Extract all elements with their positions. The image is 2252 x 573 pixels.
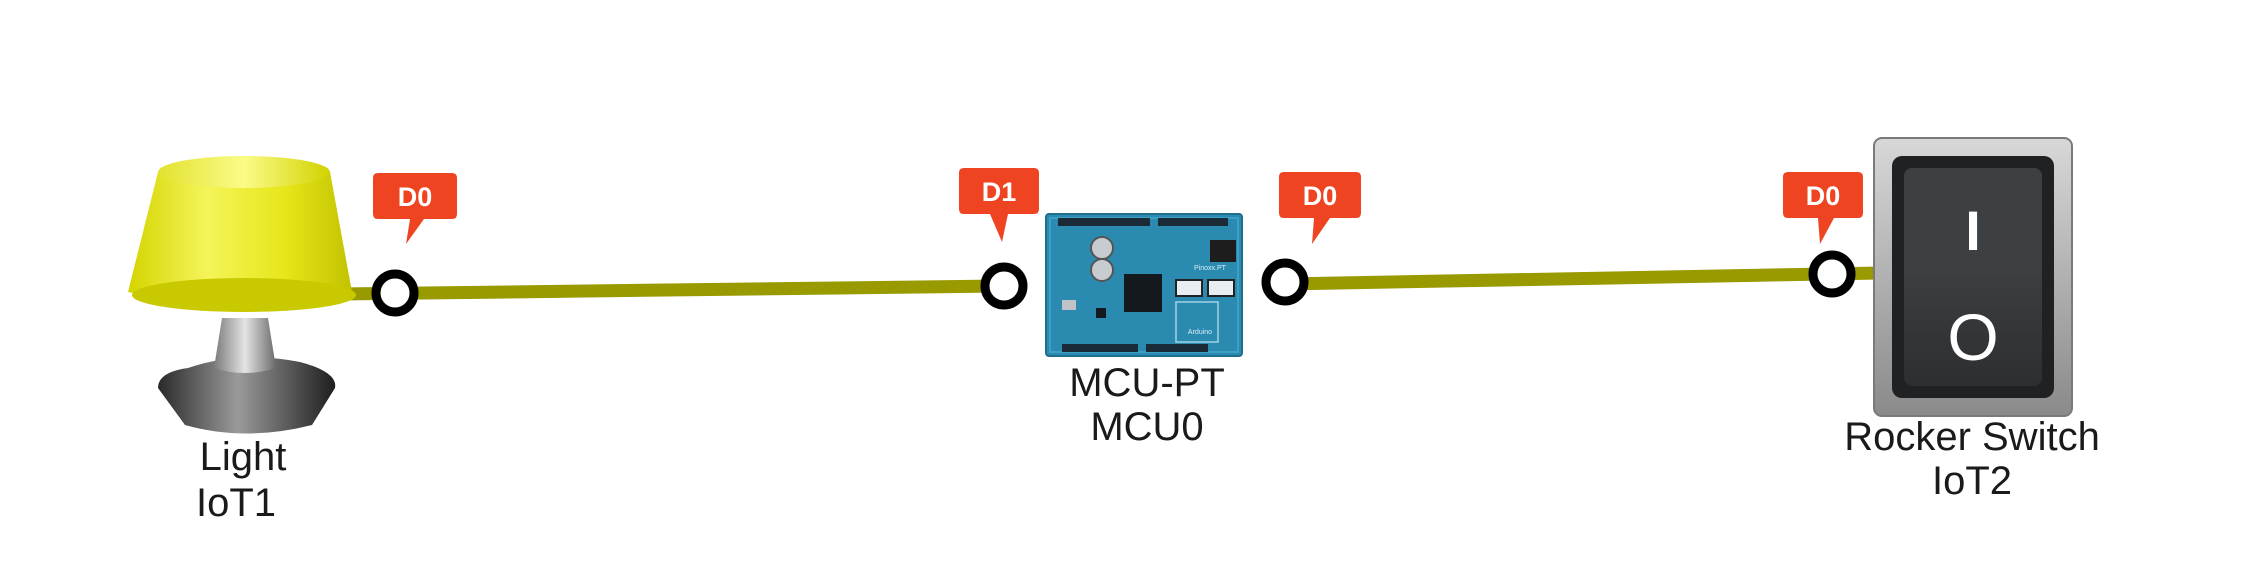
wires bbox=[339, 266, 1881, 301]
mcu-corner-label: Pinoxx.PT bbox=[1194, 265, 1227, 272]
connectors bbox=[371, 250, 1856, 317]
switch-on-symbol: I bbox=[1965, 199, 1981, 262]
port-tag-label: D1 bbox=[982, 177, 1017, 207]
light-lamp-icon bbox=[128, 156, 356, 434]
device-light[interactable]: Light IoT1 bbox=[128, 156, 356, 525]
device-name-mcu: MCU-PT bbox=[1069, 361, 1225, 405]
device-switch[interactable]: I O Rocker Switch IoT2 bbox=[1844, 137, 2100, 503]
device-name-light: Light bbox=[200, 435, 287, 479]
port-tag-label: D0 bbox=[1806, 181, 1841, 211]
device-label-mcu: MCU0 bbox=[1090, 405, 1203, 449]
device-mcu[interactable]: Arduino Pinoxx.PT MCU-PT MCU0 bbox=[1045, 213, 1243, 449]
connector-switch-d0[interactable] bbox=[1808, 250, 1856, 298]
connector-mcu-d1[interactable] bbox=[980, 262, 1028, 310]
switch-off-symbol: O bbox=[1947, 300, 1998, 374]
device-name-switch: Rocker Switch bbox=[1844, 415, 2100, 459]
connector-light-d0[interactable] bbox=[371, 269, 419, 317]
port-tag-label: D0 bbox=[1303, 181, 1338, 211]
port-tag-mcu-d0: D0 bbox=[1279, 172, 1361, 244]
port-tag-mcu-d1: D1 bbox=[959, 168, 1039, 242]
mcu-board-icon: Arduino Pinoxx.PT bbox=[1045, 213, 1243, 357]
connector-mcu-d0[interactable] bbox=[1261, 258, 1309, 306]
port-tag-label: D0 bbox=[398, 182, 433, 212]
rocker-switch-icon: I O bbox=[1873, 137, 2073, 417]
wire-mcu-to-switch[interactable] bbox=[1284, 266, 1881, 291]
port-tag-switch-d0: D0 bbox=[1783, 172, 1863, 244]
device-label-light: IoT1 bbox=[196, 481, 276, 525]
mcu-chip-label: Arduino bbox=[1188, 329, 1212, 336]
port-tag-light-d0: D0 bbox=[373, 173, 457, 244]
wire-light-to-mcu[interactable] bbox=[339, 279, 1001, 301]
device-label-switch: IoT2 bbox=[1932, 459, 2012, 503]
port-tags: D0 D1 D0 D0 bbox=[373, 168, 1863, 244]
